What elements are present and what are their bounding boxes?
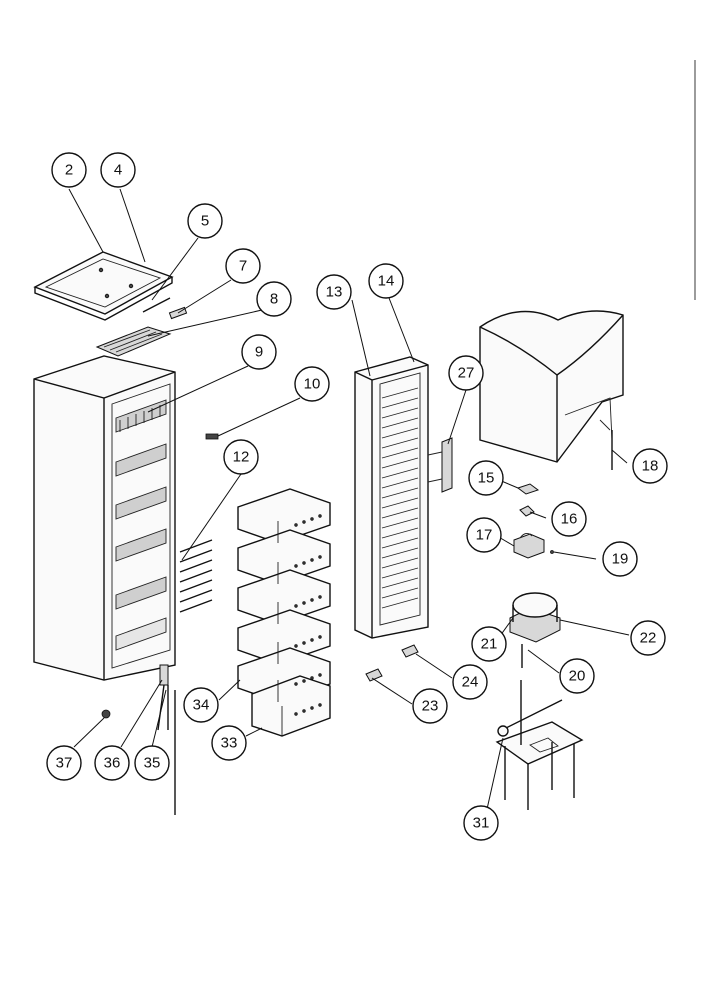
callout-19: 19 [602, 541, 638, 577]
svg-text:33: 33 [221, 735, 238, 752]
compressor-part [509, 592, 561, 668]
top-cover-part [33, 251, 174, 321]
callout-34: 34 [183, 687, 219, 723]
svg-text:22: 22 [640, 630, 657, 647]
svg-text:7: 7 [239, 258, 247, 275]
callout-31: 31 [463, 805, 499, 841]
shelf-rails-part [179, 539, 213, 613]
callout-8: 8 [256, 281, 292, 317]
svg-text:17: 17 [476, 527, 493, 544]
callout-labels: 2 4 5 7 8 9 10 12 13 14 27 15 16 17 18 [46, 152, 668, 841]
callout-37: 37 [46, 745, 82, 781]
box-part [513, 533, 545, 559]
svg-text:9: 9 [255, 344, 263, 361]
callout-13: 13 [316, 274, 352, 310]
callout-18: 18 [632, 448, 668, 484]
svg-text:35: 35 [144, 755, 161, 772]
callout-22: 22 [630, 620, 666, 656]
callout-33: 33 [211, 725, 247, 761]
callout-35: 35 [134, 745, 170, 781]
callout-17: 17 [466, 517, 502, 553]
svg-text:18: 18 [642, 458, 659, 475]
svg-text:2: 2 [65, 162, 73, 179]
svg-text:13: 13 [326, 284, 343, 301]
svg-text:27: 27 [458, 365, 475, 382]
callout-24: 24 [452, 664, 488, 700]
svg-text:16: 16 [561, 511, 578, 528]
callout-36: 36 [94, 745, 130, 781]
callout-23: 23 [412, 688, 448, 724]
svg-text:4: 4 [114, 162, 122, 179]
svg-text:23: 23 [422, 698, 439, 715]
screw-part [550, 550, 554, 554]
svg-text:34: 34 [193, 697, 210, 714]
svg-text:36: 36 [104, 755, 121, 772]
svg-text:12: 12 [233, 449, 250, 466]
svg-text:5: 5 [201, 213, 209, 230]
callout-9: 9 [241, 334, 277, 370]
svg-text:14: 14 [378, 273, 395, 290]
callout-12: 12 [223, 439, 259, 475]
callout-4: 4 [100, 152, 136, 188]
door-assembly [354, 356, 453, 639]
callout-20: 20 [559, 658, 595, 694]
condenser-base-part [495, 680, 584, 810]
clip-part [205, 433, 219, 440]
control-panel-part [95, 326, 172, 357]
callout-16: 16 [551, 501, 587, 537]
rear-cover-part [479, 310, 624, 470]
hinge-bracket-part [365, 668, 383, 682]
callout-15: 15 [468, 460, 504, 496]
bottom-hinge-part [157, 664, 176, 815]
svg-text:8: 8 [270, 291, 278, 308]
callout-2: 2 [51, 152, 87, 188]
callout-10: 10 [294, 366, 330, 402]
drawers-stack [237, 488, 331, 737]
callout-7: 7 [225, 248, 261, 284]
callout-14: 14 [368, 263, 404, 299]
foot-part [101, 709, 111, 719]
svg-text:19: 19 [612, 551, 629, 568]
grommet-part [519, 505, 535, 517]
callout-27: 27 [448, 355, 484, 391]
hinge-pin-part [142, 297, 188, 320]
svg-text:31: 31 [473, 815, 490, 832]
svg-text:21: 21 [481, 636, 498, 653]
svg-text:37: 37 [56, 755, 73, 772]
svg-text:20: 20 [569, 668, 586, 685]
callout-21: 21 [471, 626, 507, 662]
svg-text:15: 15 [478, 470, 495, 487]
svg-text:24: 24 [462, 674, 479, 691]
cabinet-body [33, 355, 176, 681]
svg-text:10: 10 [304, 376, 321, 393]
relay-part [516, 483, 540, 495]
lower-hinge-part [401, 644, 419, 658]
callout-5: 5 [187, 203, 223, 239]
